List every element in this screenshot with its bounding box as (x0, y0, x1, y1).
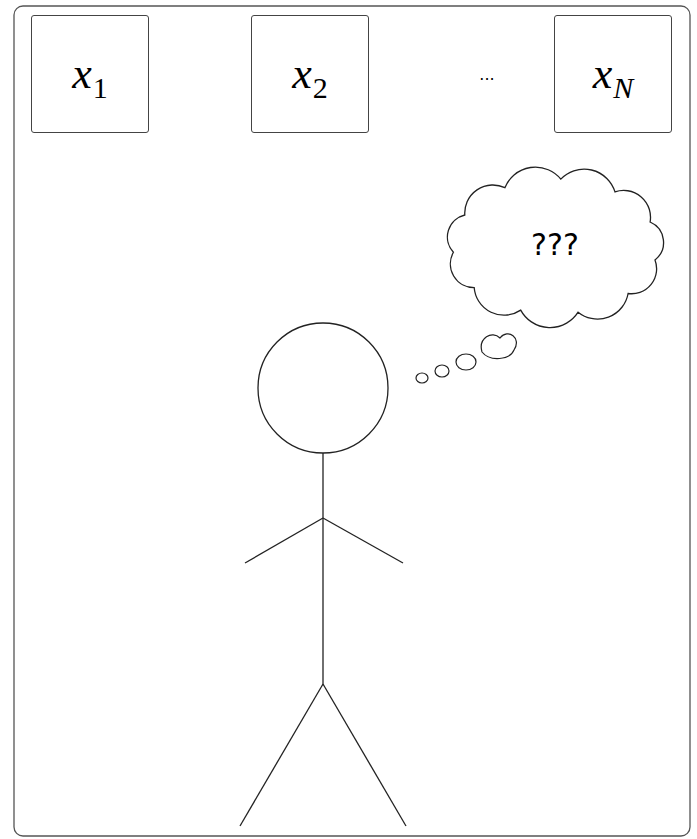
variable-box: x1 (31, 15, 149, 133)
ellipsis-label: ... (479, 65, 494, 84)
thought-bubbles (416, 334, 516, 383)
variable-box: x2 (251, 15, 369, 133)
outer-frame (14, 6, 690, 836)
variable-box: xN (554, 15, 672, 133)
variable-name: x2 (292, 52, 328, 96)
variable-name: xN (593, 52, 634, 96)
thought-text: ??? (531, 227, 579, 262)
stick-figure (240, 323, 406, 826)
thought-cloud: ??? (427, 153, 683, 336)
variable-name: x1 (72, 52, 108, 96)
